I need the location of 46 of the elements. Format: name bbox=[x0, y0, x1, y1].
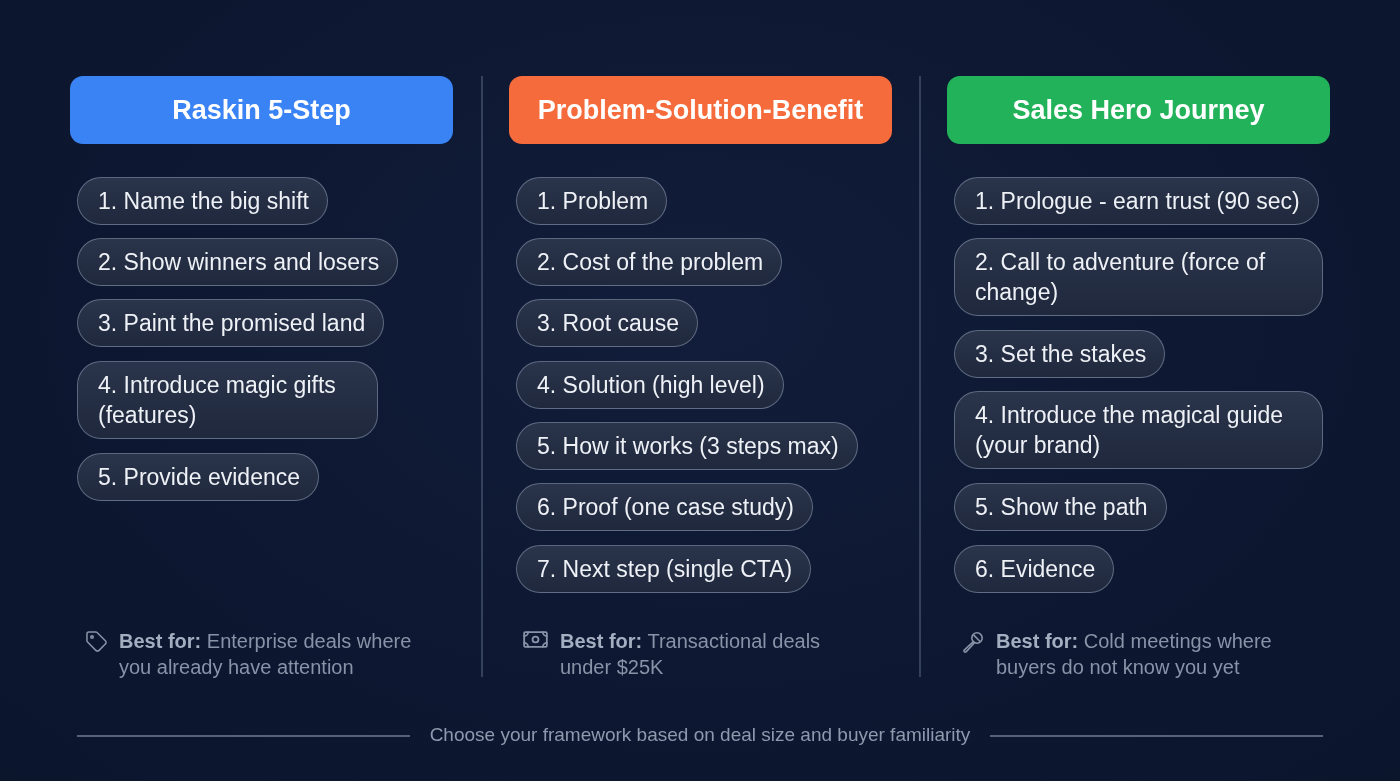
best-for-note: Best for: Transactional deals under $25K bbox=[560, 629, 822, 680]
step-pill bbox=[954, 545, 1115, 593]
best-for-note: Best for: Enterprise deals where you already have attention bbox=[119, 629, 413, 680]
step-text: 3. Root cause bbox=[537, 309, 679, 338]
step-pill bbox=[77, 238, 399, 286]
step-text: 4. Solution (high level) bbox=[537, 371, 765, 400]
step-pill bbox=[954, 238, 1323, 316]
step-pill bbox=[516, 177, 668, 225]
step-pill bbox=[516, 361, 784, 409]
step-pill bbox=[77, 299, 385, 347]
step-pill bbox=[516, 238, 783, 286]
step-text: 2. Show winners and losers bbox=[98, 248, 380, 277]
header-title: Sales Hero Journey bbox=[1012, 94, 1265, 126]
step-text: 4. Introduce magic gifts (features) bbox=[98, 371, 337, 430]
step-text: 7. Next step (single CTA) bbox=[537, 555, 793, 584]
step-text: 1. Name the big shift bbox=[98, 187, 309, 216]
step-text: 2. Call to adventure (force of change) bbox=[975, 248, 1267, 307]
step-text: 5. Provide evidence bbox=[98, 463, 300, 492]
header-title: Raskin 5-Step bbox=[172, 94, 351, 126]
step-text: 5. How it works (3 steps max) bbox=[537, 432, 839, 461]
step-pill bbox=[516, 422, 858, 470]
step-text: 5. Show the path bbox=[975, 493, 1148, 522]
step-pill bbox=[516, 483, 813, 531]
step-pill bbox=[516, 299, 698, 347]
step-pill bbox=[77, 361, 378, 439]
header-bar bbox=[947, 76, 1330, 144]
step-text: 1. Prologue - earn trust (90 sec) bbox=[975, 187, 1300, 216]
step-pill bbox=[954, 177, 1319, 225]
header-bar bbox=[509, 76, 892, 144]
header-title: Problem-Solution-Benefit bbox=[537, 94, 864, 126]
step-pill bbox=[516, 545, 812, 593]
header-bar bbox=[70, 76, 453, 144]
step-text: 6. Proof (one case study) bbox=[537, 493, 794, 522]
step-text: 6. Evidence bbox=[975, 555, 1096, 584]
step-pill bbox=[77, 453, 319, 501]
step-text: 3. Paint the promised land bbox=[98, 309, 366, 338]
step-text: 4. Introduce the magical guide (your brand) bbox=[975, 401, 1285, 460]
step-text: 2. Cost of the problem bbox=[537, 248, 764, 277]
step-pill bbox=[954, 483, 1167, 531]
footer-caption: Choose your framework based on deal size and buyer familiarity bbox=[429, 724, 971, 745]
step-text: 3. Set the stakes bbox=[975, 340, 1147, 369]
step-pill bbox=[77, 177, 328, 225]
best-for-note: Best for: Cold meetings where buyers do not know you yet bbox=[996, 629, 1273, 680]
step-pill bbox=[954, 330, 1166, 378]
step-text: 1. Problem bbox=[537, 187, 649, 216]
step-pill bbox=[954, 391, 1323, 469]
